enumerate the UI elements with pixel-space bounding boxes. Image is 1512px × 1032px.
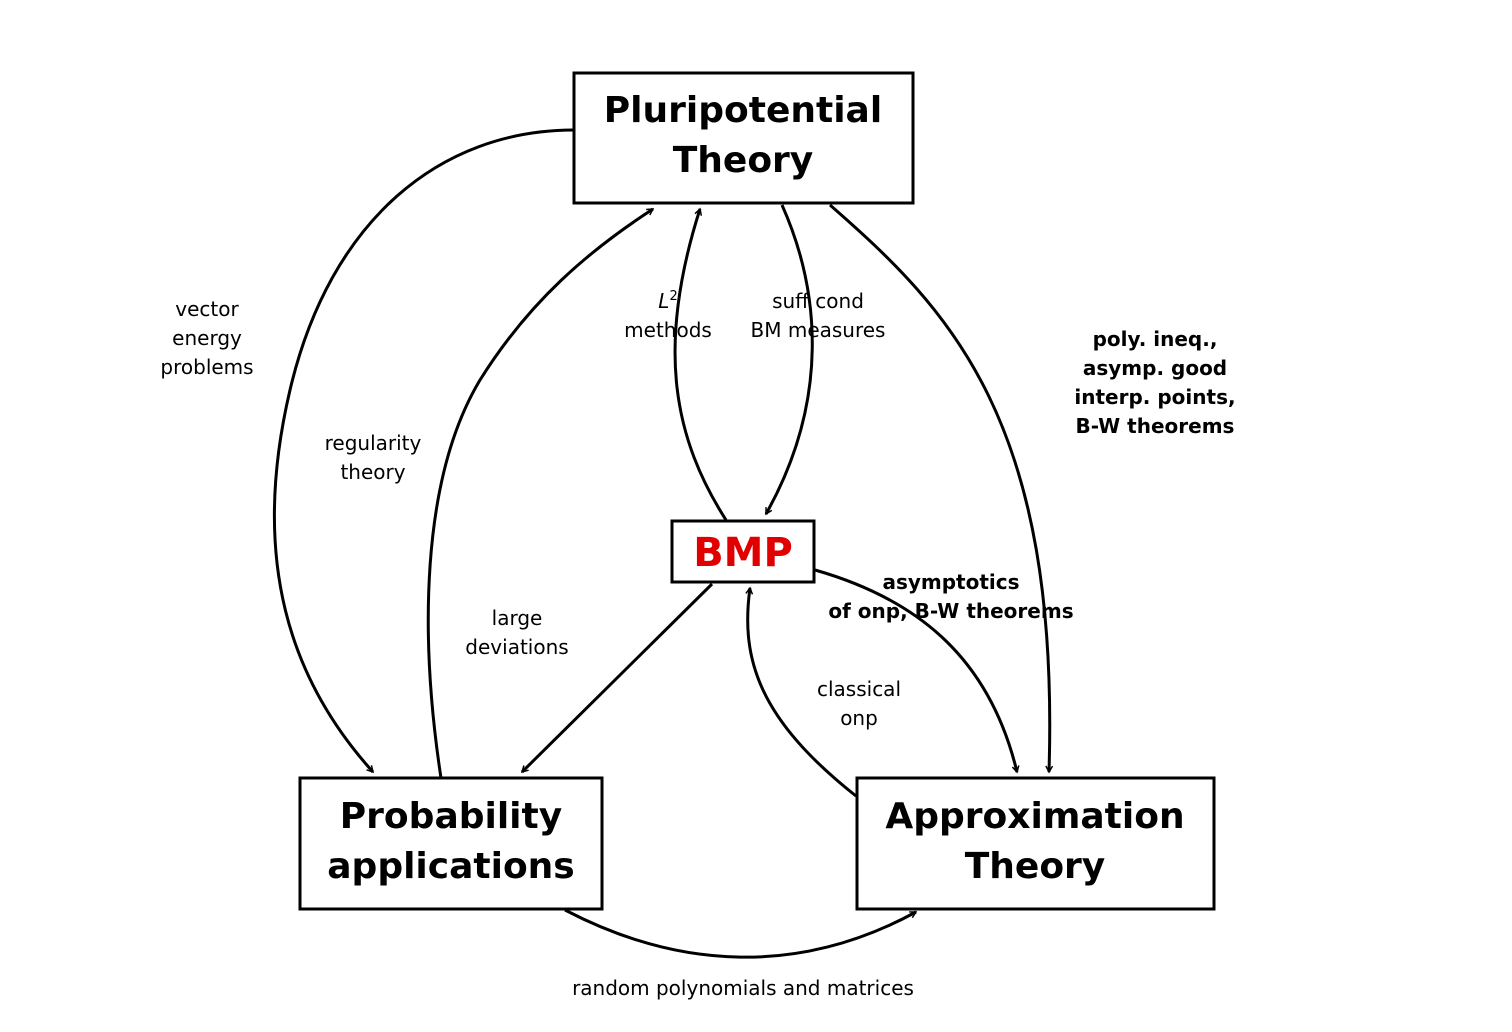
edge-random — [564, 908, 916, 959]
label-line: vector — [175, 297, 239, 321]
label-l2-methods: L2 methods — [624, 289, 712, 342]
node-probability-line2: applications — [327, 846, 574, 887]
label-line: problems — [160, 355, 253, 379]
edge-large-deviations — [522, 582, 714, 774]
edge-l2-methods — [673, 209, 728, 521]
node-probability-line1: Probability — [340, 796, 562, 837]
label-random: random polynomials and matrices — [572, 976, 914, 1000]
label-line: of onp, B-W theorems — [828, 599, 1073, 623]
label-line: random polynomials and matrices — [572, 976, 914, 1000]
edge-suff-cond — [764, 204, 814, 514]
label-suff-cond: suff cond BM measures — [751, 289, 886, 342]
edge-poly-ineq — [829, 203, 1050, 772]
node-pluripotential-line2: Theory — [673, 140, 814, 181]
label-line: B-W theorems — [1076, 414, 1235, 438]
label-poly-ineq: poly. ineq., asymp. good interp. points,… — [1074, 327, 1235, 438]
label-line: theory — [340, 460, 405, 484]
node-pluripotential: Pluripotential Theory — [572, 71, 915, 205]
label-asymptotics: asymptotics of onp, B-W theorems — [828, 570, 1073, 623]
label-classical-onp: classical onp — [817, 677, 901, 730]
edge-regularity — [426, 207, 653, 779]
label-line: energy — [172, 326, 242, 350]
node-approximation: Approximation Theory — [855, 776, 1216, 911]
edge-vector-energy — [272, 128, 575, 772]
edge-classical-onp — [748, 588, 857, 798]
label-line: onp — [840, 706, 878, 730]
node-approximation-line2: Theory — [965, 846, 1106, 887]
label-line: interp. points, — [1074, 385, 1235, 409]
label-l2-symbol: L2 — [658, 289, 677, 313]
label-line: regularity — [325, 431, 422, 455]
label-line: asymp. good — [1083, 356, 1227, 380]
label-line: deviations — [465, 635, 568, 659]
label-line: asymptotics — [882, 570, 1019, 594]
label-line: BM measures — [751, 318, 886, 342]
edge-asymptotics — [814, 568, 1017, 772]
label-line: poly. ineq., — [1093, 327, 1218, 351]
label-regularity: regularity theory — [325, 431, 422, 484]
node-bmp-label: BMP — [693, 530, 793, 576]
label-large-deviations: large deviations — [465, 606, 568, 659]
label-line: large — [492, 606, 543, 630]
node-bmp: BMP — [670, 519, 816, 584]
label-line: suff cond — [772, 289, 864, 313]
node-probability: Probability applications — [298, 776, 604, 911]
label-line: classical — [817, 677, 901, 701]
node-approximation-line1: Approximation — [885, 796, 1184, 837]
label-vector-energy: vector energy problems — [160, 297, 253, 379]
node-pluripotential-line1: Pluripotential — [604, 90, 882, 131]
label-line: methods — [624, 318, 712, 342]
